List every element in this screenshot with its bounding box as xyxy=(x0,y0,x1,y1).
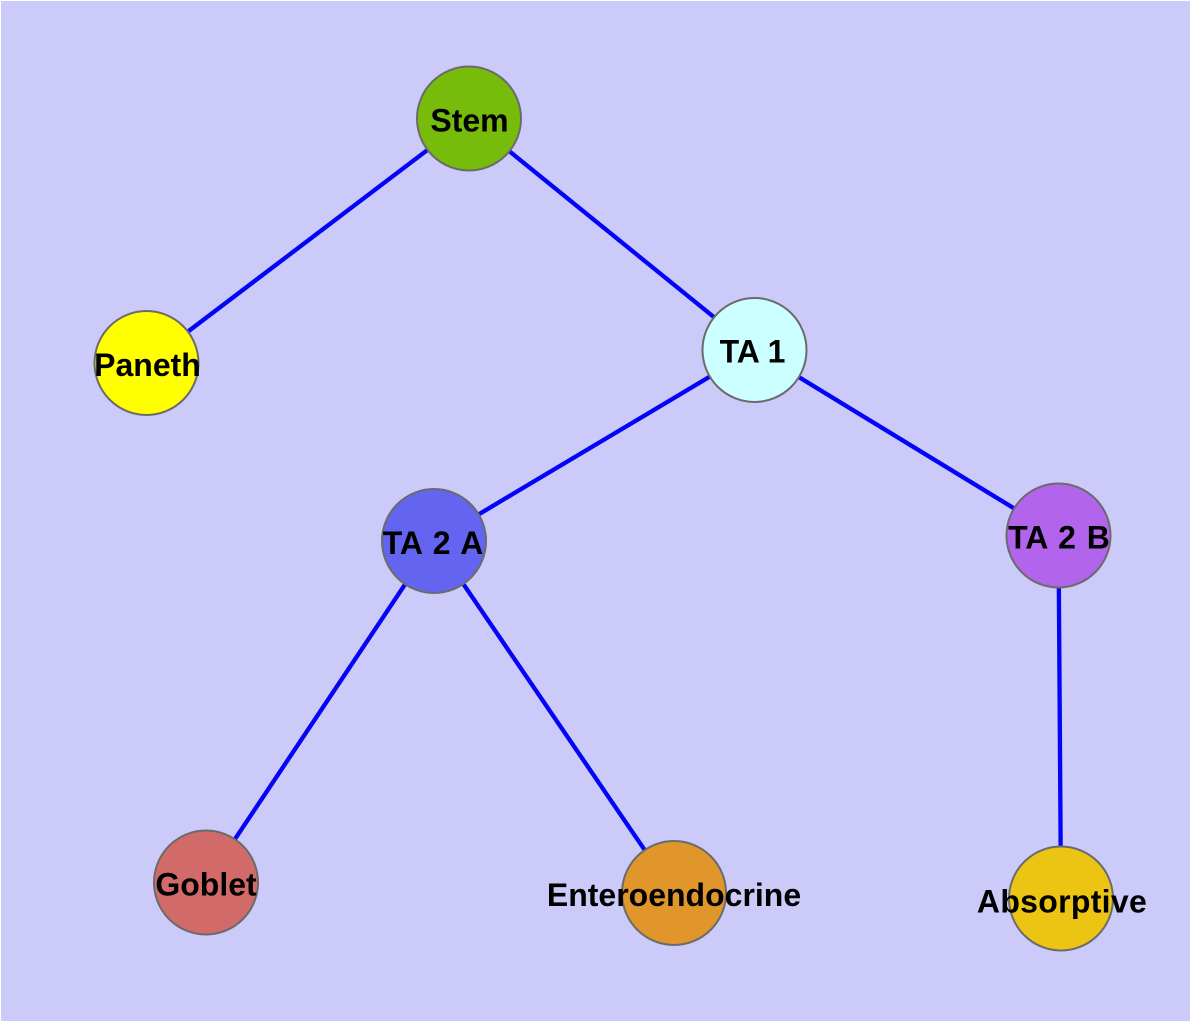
svg-text:Goblet: Goblet xyxy=(155,867,257,903)
svg-text:TA 2 B: TA 2 B xyxy=(1008,520,1110,556)
svg-text:TA 2 A: TA 2 A xyxy=(383,525,484,561)
svg-text:TA 1: TA 1 xyxy=(720,334,786,370)
svg-text:Absorptive: Absorptive xyxy=(977,884,1147,920)
svg-text:Paneth: Paneth xyxy=(94,347,201,383)
svg-text:Stem: Stem xyxy=(430,103,508,139)
svg-text:Enteroendocrine: Enteroendocrine xyxy=(547,877,801,913)
